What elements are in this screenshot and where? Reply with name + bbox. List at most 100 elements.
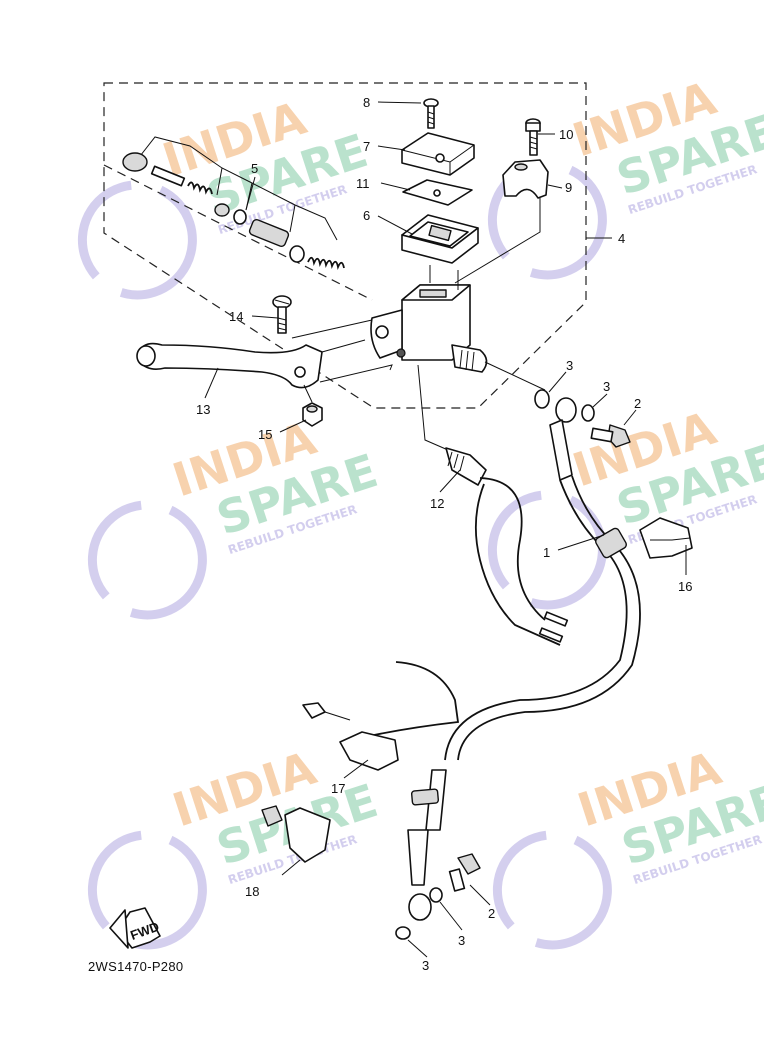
callout-8: 8 <box>363 95 370 110</box>
callout-3d: 3 <box>422 958 429 973</box>
guide17-body <box>339 731 399 771</box>
brake-hose <box>407 397 641 921</box>
callout-2b: 2 <box>488 906 495 921</box>
leader-14 <box>251 315 279 319</box>
diaphragm <box>401 214 479 290</box>
leader-3d <box>407 939 428 958</box>
bolt-hex <box>525 122 541 132</box>
leader-1 <box>557 534 605 551</box>
screw-threads <box>427 111 435 125</box>
cup-seal <box>289 245 305 263</box>
callout-18: 18 <box>245 884 259 899</box>
lever-guides <box>319 339 393 383</box>
callout-3c: 3 <box>458 933 465 948</box>
master-cylinder-body <box>370 284 546 391</box>
bracket18-leader <box>281 859 301 876</box>
return-spring <box>307 256 345 270</box>
hose-bracket-18 <box>261 805 331 876</box>
clamp16-body <box>639 517 693 559</box>
leader-9 <box>547 184 563 189</box>
clamp-body <box>502 159 549 199</box>
guide17-bolt <box>302 702 326 719</box>
leader-3c <box>439 901 463 931</box>
brake-lever <box>136 339 393 389</box>
leader-8 <box>377 101 422 104</box>
pivot-guide <box>291 319 373 339</box>
union-bolt-lower <box>448 853 481 892</box>
holder-bolt <box>525 118 541 156</box>
watermark-logo: INDIA SPARE REBUILD TOGETHER <box>492 741 764 950</box>
assembly-guide-line <box>103 164 373 301</box>
pivot-bolt-slot <box>274 299 290 305</box>
hose-main-inner <box>457 475 641 761</box>
copper-washer-lower-1 <box>429 887 443 903</box>
dust-boot <box>122 152 148 172</box>
union-bolt-lower-head <box>457 853 481 875</box>
hose-lower-sleeve <box>410 788 440 806</box>
fwd-arrow-head <box>109 909 129 949</box>
hose-guide-17 <box>302 661 460 771</box>
connector-1 <box>543 611 569 627</box>
callout-1: 1 <box>543 545 550 560</box>
push-rod <box>150 165 186 187</box>
plate-hole <box>433 189 441 197</box>
leader-2b <box>469 884 491 906</box>
watermark-icon <box>77 180 197 300</box>
nut-hole <box>306 405 318 413</box>
callout-12: 12 <box>430 496 444 511</box>
piston <box>248 218 290 248</box>
callout-9: 9 <box>565 180 572 195</box>
hose-main-outer <box>444 479 628 761</box>
watermark-logo: INDIA SPARE REBUILD TOGETHER <box>87 411 384 620</box>
clamp16-edge <box>650 537 691 541</box>
diaphragm-drop-line <box>429 265 459 290</box>
leader-6 <box>377 215 413 235</box>
union-bolt-upper-shank <box>590 427 614 443</box>
callout-16: 16 <box>678 579 692 594</box>
pivot-bolt <box>272 295 373 339</box>
lever-blade <box>137 342 323 389</box>
callout-4: 4 <box>618 231 625 246</box>
circlip <box>214 203 230 217</box>
pivot-hole <box>375 325 389 339</box>
callout-2a: 2 <box>634 396 641 411</box>
watermark-icon <box>87 500 207 620</box>
banjo-fitting-lower <box>408 893 432 921</box>
switch-guide <box>417 364 449 451</box>
callout-5: 5 <box>251 161 258 176</box>
connector-2 <box>538 627 564 643</box>
callout-15: 15 <box>258 427 272 442</box>
hose-clamp-16 <box>639 517 693 575</box>
leader-3b <box>592 393 608 408</box>
copper-washer-upper-2 <box>581 404 595 422</box>
banjo-fitting-upper <box>555 397 577 423</box>
clamp-guide-line <box>454 198 541 284</box>
clamp-hole <box>514 163 528 171</box>
switch-wire-1 <box>479 477 546 621</box>
bolt-threads <box>529 136 538 150</box>
piston-kit <box>122 136 345 270</box>
callout-leaders <box>204 101 637 958</box>
leader-3a <box>548 371 567 393</box>
cap-edge <box>401 144 475 175</box>
leader-13 <box>204 367 219 399</box>
callout-13: 13 <box>196 402 210 417</box>
leader-5 <box>245 176 256 211</box>
callout-10: 10 <box>559 127 573 142</box>
bracket18-body <box>284 807 331 863</box>
copper-washer-upper-1 <box>534 389 550 409</box>
hose-upper-fitting <box>549 419 573 481</box>
nut-guide <box>303 384 313 403</box>
diagram-code: 2WS1470-P280 <box>88 959 183 974</box>
bracket18-bolt <box>261 805 283 827</box>
outlet-port <box>451 344 488 373</box>
leader-11 <box>380 182 411 191</box>
hose-lower-fitting <box>407 829 429 886</box>
leader-12 <box>439 469 461 493</box>
pivot-nut <box>302 384 323 427</box>
union-bolt-upper <box>590 424 631 448</box>
callout-3a: 3 <box>566 358 573 373</box>
callout-6: 6 <box>363 208 370 223</box>
